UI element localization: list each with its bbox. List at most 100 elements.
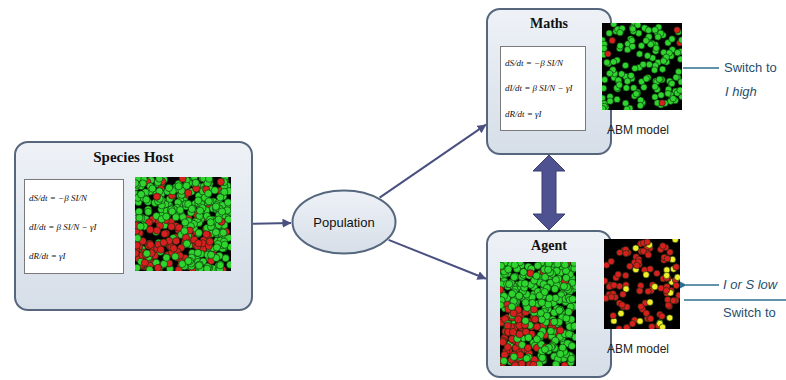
agent-dot <box>607 282 613 288</box>
agent-dot <box>538 298 545 305</box>
agent-dot <box>147 251 154 258</box>
agent-dot <box>158 190 165 197</box>
agent-dot <box>636 30 642 36</box>
agent-dot <box>192 263 199 270</box>
agent-dot <box>566 352 573 359</box>
image-ground <box>602 23 682 110</box>
agent-dot <box>654 100 660 106</box>
agent-dot <box>187 209 194 216</box>
agent-dot <box>135 208 142 215</box>
agent-dot <box>663 54 669 60</box>
agent-dot <box>162 201 169 208</box>
agent-dot <box>509 318 516 325</box>
agent-dot <box>172 222 179 229</box>
agent-dot <box>664 290 670 296</box>
agent-dot <box>640 248 646 254</box>
agent-dot <box>635 256 641 262</box>
agent-dot <box>627 105 633 110</box>
agent-dot <box>220 193 227 200</box>
agent-dot <box>199 177 206 182</box>
agent-dot <box>144 250 151 257</box>
agent-dot <box>136 243 143 250</box>
agent-dot <box>146 266 153 271</box>
agent-dot <box>148 259 155 266</box>
agent-dot <box>145 242 152 249</box>
agent-dot <box>227 209 231 216</box>
agent-dot <box>205 177 212 182</box>
agent-dot <box>674 274 680 280</box>
agent-dot <box>186 263 193 270</box>
agent-dot <box>556 307 563 314</box>
agent-dot <box>217 178 224 185</box>
agent-dot <box>566 296 573 303</box>
agent-dot <box>614 86 620 92</box>
agent-dot <box>672 239 678 243</box>
agent-dot <box>550 279 557 286</box>
agent-dot <box>540 287 547 294</box>
agent-dot <box>140 254 147 261</box>
agent-dot <box>506 327 513 334</box>
agent-dot <box>546 262 553 266</box>
agent-dot <box>189 265 196 271</box>
agent-dot <box>527 355 534 362</box>
agent-dot <box>564 286 571 293</box>
agent-dot <box>181 263 188 270</box>
agent-dot <box>558 280 565 287</box>
agent-dot <box>147 183 154 190</box>
agent-dot <box>617 29 623 35</box>
agent-dot <box>176 252 183 259</box>
agent-dot <box>636 288 642 294</box>
agent-dot <box>190 251 197 258</box>
agent-dot <box>607 98 613 104</box>
agent-dot <box>561 348 568 355</box>
agent-dot <box>642 300 648 306</box>
agent-dot <box>185 179 192 186</box>
agent-dot <box>570 303 576 310</box>
agent-dot <box>183 177 190 184</box>
agent-dot <box>561 262 568 268</box>
agent-dot <box>515 306 522 313</box>
agent-dot <box>518 280 525 287</box>
agent-dot <box>566 323 573 330</box>
agent-dot <box>539 327 546 334</box>
agent-dot <box>618 310 624 316</box>
agent-dot <box>569 285 576 292</box>
agent-dot <box>639 306 645 312</box>
agent-dot <box>518 311 525 318</box>
agent-dot <box>500 317 506 324</box>
agent-dot <box>205 242 212 249</box>
agent-dot <box>215 216 222 223</box>
agent-dot <box>153 193 160 200</box>
agent-dot <box>500 281 505 288</box>
agent-dot <box>556 333 563 340</box>
agent-dot <box>622 73 628 79</box>
agent-dot <box>660 243 666 249</box>
agent-dot <box>185 215 192 222</box>
agent-dot <box>647 315 653 321</box>
population-ellipse-shape <box>293 191 396 254</box>
agent-dot <box>211 246 218 253</box>
agent-dot <box>172 234 179 241</box>
agent-dot <box>654 79 660 85</box>
agent-dot <box>142 251 149 258</box>
agent-dot <box>194 243 201 250</box>
agent-dot <box>160 177 167 183</box>
agent-dot <box>212 203 219 210</box>
agent-dot <box>158 262 165 269</box>
agent-dot <box>172 183 179 190</box>
agent-dot <box>505 306 512 313</box>
agent-dot <box>608 258 614 264</box>
flow-arrow <box>380 125 486 198</box>
agent-dot <box>195 192 202 199</box>
agent-dot <box>181 219 188 226</box>
agent-dot <box>219 245 226 252</box>
agent-dot <box>677 87 682 93</box>
agent-dot <box>216 266 223 271</box>
agent-dot <box>623 246 629 252</box>
agent-dot <box>175 224 182 231</box>
agent-dot <box>527 302 534 309</box>
agent-dot <box>501 351 508 358</box>
agent-dot <box>206 264 213 271</box>
agent-dot <box>145 208 152 215</box>
agent-dot <box>637 97 643 103</box>
